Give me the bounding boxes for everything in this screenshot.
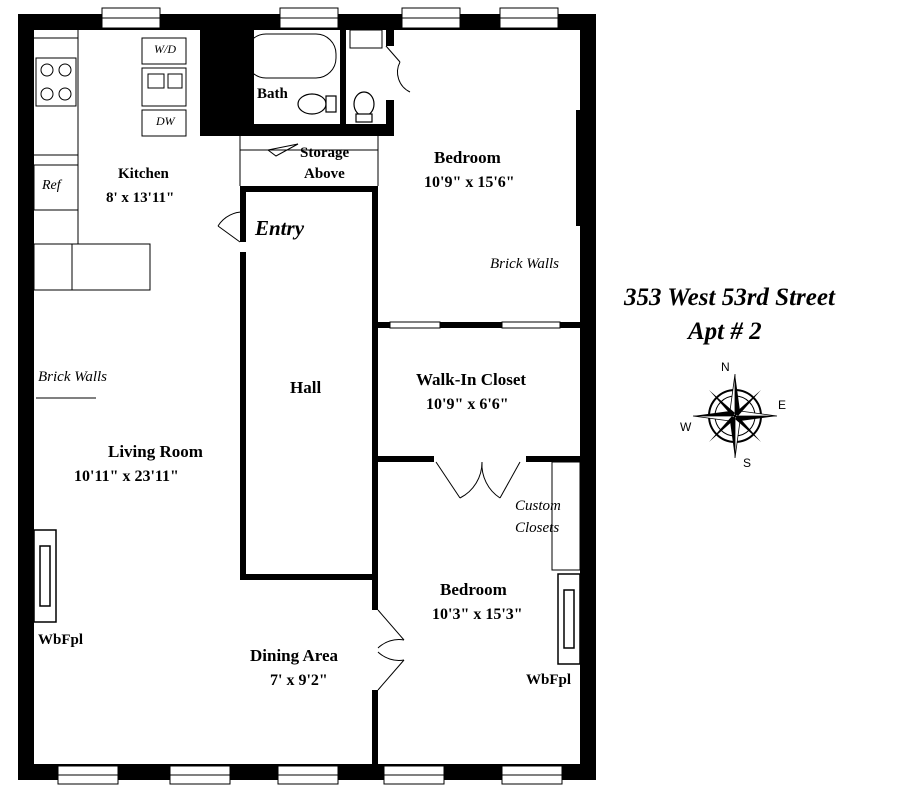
ref-label: Ref — [42, 178, 61, 193]
brick-walls-right: Brick Walls — [490, 256, 560, 272]
bedroom1-label: Bedroom — [434, 148, 501, 167]
compass-s: S — [743, 456, 752, 470]
address-line1: 353 West 53rd Street — [624, 284, 835, 311]
storage-label: Storage — [300, 145, 350, 161]
fireplaces — [33, 529, 581, 665]
living-room-dims: 10'11" x 23'11" — [74, 468, 179, 485]
fireplace-left-label: WbFpl — [38, 632, 84, 648]
interior-walls — [240, 26, 586, 770]
washer-dryer-label: W/D — [154, 42, 176, 56]
compass-e: E — [778, 398, 787, 412]
storage-above-label: Above — [304, 166, 345, 182]
closet-dims: 10'9" x 6'6" — [426, 396, 509, 413]
fireplace-right-label: WbFpl — [526, 672, 572, 688]
kitchen-dims: 8' x 13'11" — [106, 190, 175, 206]
bedroom2-dims: 10'3" x 15'3" — [432, 606, 523, 623]
entry-label: Entry — [255, 216, 305, 240]
top-windows — [101, 7, 559, 29]
doors — [217, 45, 521, 691]
compass-rose-icon — [692, 373, 778, 459]
living-room-label: Living Room — [108, 442, 203, 461]
compass-n: N — [721, 360, 730, 374]
custom-closets-line2: Closets — [515, 520, 560, 536]
hall-label: Hall — [290, 378, 322, 397]
sliding-doors — [389, 321, 561, 329]
bath-label: Bath — [257, 86, 288, 102]
kitchen-label: Kitchen — [118, 166, 169, 182]
fixtures-outlines — [33, 29, 581, 571]
dining-area-label: Dining Area — [250, 646, 339, 665]
dining-area-dims: 7' x 9'2" — [270, 672, 328, 689]
dishwasher-label: DW — [156, 114, 175, 128]
custom-closets-line1: Custom — [515, 498, 561, 514]
brick-walls-left: Brick Walls — [38, 369, 108, 385]
closet-label: Walk-In Closet — [416, 370, 527, 389]
bedroom1-dims: 10'9" x 15'6" — [424, 174, 515, 191]
bottom-windows — [57, 765, 563, 785]
compass-w: W — [680, 420, 692, 434]
bedroom2-label: Bedroom — [440, 580, 507, 599]
toilets — [297, 91, 375, 123]
address-line2: Apt # 2 — [688, 318, 762, 345]
